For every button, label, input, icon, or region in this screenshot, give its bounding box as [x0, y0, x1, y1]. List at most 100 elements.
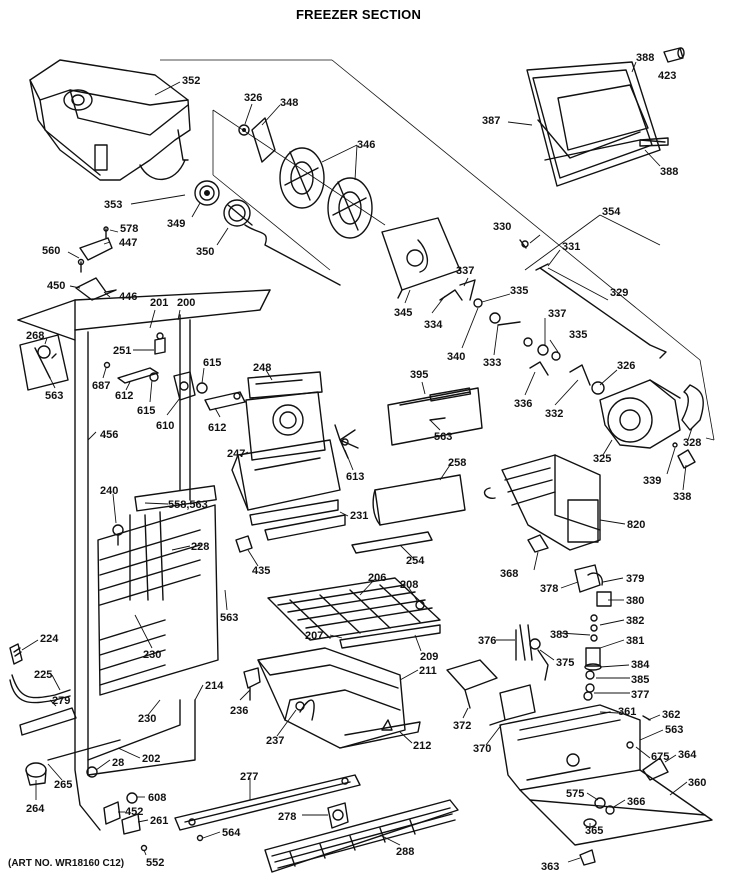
- assembly-outline-lines: [160, 59, 715, 441]
- fan-bracket-part-345: [381, 217, 461, 299]
- callout-376: 376: [478, 635, 496, 647]
- callout-202: 202: [142, 753, 160, 765]
- small-brackets-447-446: [75, 226, 117, 301]
- callout-372: 372: [453, 720, 471, 732]
- callout-368: 368: [500, 568, 518, 580]
- callout-558-563: 558,563: [168, 499, 208, 511]
- callout-563-left: 563: [45, 390, 63, 402]
- callout-288: 288: [396, 846, 414, 858]
- callout-334: 334: [424, 319, 443, 331]
- fan-blades-part-346: [238, 117, 373, 239]
- callout-385: 385: [631, 674, 649, 686]
- callout-395: 395: [410, 369, 428, 381]
- callout-612: 612: [115, 390, 133, 402]
- callout-214: 214: [205, 680, 224, 692]
- screw-part-564: [196, 834, 204, 842]
- callout-563-shelf: 563: [220, 612, 238, 624]
- callout-552: 552: [146, 857, 164, 869]
- callout-339: 339: [643, 475, 661, 487]
- callout-379: 379: [626, 573, 644, 585]
- callout-207: 207: [305, 630, 323, 642]
- fan-motor-part-325: [591, 379, 704, 469]
- callout-353: 353: [104, 199, 122, 211]
- evaporator-fan-housing-247: [231, 371, 359, 541]
- callout-564: 564: [222, 827, 241, 839]
- callout-349: 349: [167, 218, 185, 230]
- callout-278: 278: [278, 811, 296, 823]
- callout-228: 228: [191, 541, 209, 553]
- small-clip-435: [235, 535, 253, 553]
- callout-362: 362: [662, 709, 680, 721]
- callout-330: 330: [493, 221, 511, 233]
- callout-268: 268: [26, 330, 44, 342]
- callout-336: 336: [514, 398, 532, 410]
- callout-236: 236: [230, 705, 248, 717]
- valve-assembly-378: [574, 564, 612, 701]
- callout-251: 251: [113, 345, 131, 357]
- icemaker-part-820: [483, 454, 601, 553]
- callout-240: 240: [100, 485, 118, 497]
- callout-384: 384: [631, 659, 650, 671]
- callout-366: 366: [627, 796, 645, 808]
- callout-612-right: 612: [208, 422, 226, 434]
- callout-277: 277: [240, 771, 258, 783]
- callout-364: 364: [678, 749, 697, 761]
- callout-423: 423: [658, 70, 676, 82]
- wire-shelf-206: [267, 577, 441, 649]
- callout-447: 447: [119, 237, 137, 249]
- callout-231: 231: [350, 510, 368, 522]
- callout-360: 360: [688, 777, 706, 789]
- callout-254: 254: [406, 555, 425, 567]
- callout-383: 383: [550, 629, 568, 641]
- grille-part-288: [264, 799, 459, 873]
- callout-211: 211: [419, 665, 437, 677]
- callout-346: 346: [357, 139, 375, 151]
- callout-230: 230: [143, 649, 161, 661]
- callout-345: 345: [394, 307, 412, 319]
- callout-560: 560: [42, 245, 60, 257]
- callout-265: 265: [54, 779, 72, 791]
- callout-247: 247: [227, 448, 245, 460]
- callout-377: 377: [631, 689, 649, 701]
- callout-201: 201: [150, 297, 168, 309]
- callout-230-lower: 230: [138, 713, 156, 725]
- shelf-cover-258-254: [351, 474, 466, 554]
- callout-237: 237: [266, 735, 284, 747]
- callout-258: 258: [448, 457, 466, 469]
- callout-375: 375: [556, 657, 574, 669]
- callout-326: 326: [244, 92, 262, 104]
- dispenser-base-360: [499, 704, 713, 866]
- callout-332: 332: [545, 408, 563, 420]
- ice-basket-211: [257, 647, 421, 749]
- callout-340: 340: [447, 351, 465, 363]
- callout-350: 350: [196, 246, 214, 258]
- callout-331: 331: [562, 241, 580, 253]
- callout-labels: 352 326 348 346 388 423 387 388 353 349 …: [26, 52, 706, 873]
- wire-harness-376: [515, 624, 549, 681]
- callout-380: 380: [626, 595, 644, 607]
- callout-381: 381: [626, 635, 644, 647]
- callout-456: 456: [100, 429, 118, 441]
- callout-225: 225: [34, 669, 52, 681]
- callout-352: 352: [182, 75, 200, 87]
- callout-365: 365: [585, 825, 603, 837]
- callout-563-mid: 563: [434, 431, 452, 443]
- callout-382: 382: [626, 615, 644, 627]
- callout-608: 608: [148, 792, 166, 804]
- control-board-part-395: [387, 387, 483, 446]
- callout-354: 354: [602, 206, 621, 218]
- callout-450: 450: [47, 280, 65, 292]
- callout-224: 224: [40, 633, 59, 645]
- dispenser-door-part-387: [526, 47, 685, 187]
- callout-279: 279: [52, 695, 70, 707]
- callout-261: 261: [150, 815, 168, 827]
- callout-206: 206: [368, 572, 386, 584]
- freezer-liner-frame-456: [17, 289, 271, 831]
- callout-388: 388: [636, 52, 654, 64]
- callout-248: 248: [253, 362, 271, 374]
- art-number: (ART NO. WR18160 C12): [8, 858, 124, 869]
- damper-rod-329: [439, 239, 667, 386]
- callout-212: 212: [413, 740, 431, 752]
- drain-tube-225: [9, 643, 77, 736]
